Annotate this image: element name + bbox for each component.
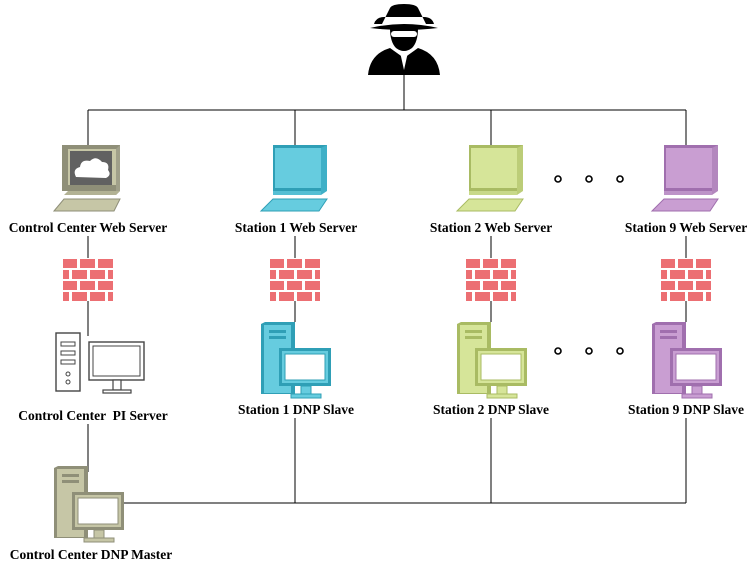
computer-icon: [259, 145, 328, 212]
computer-icon: [455, 145, 524, 212]
station-1-web-server: [259, 145, 328, 212]
station-1-dnp-slave: [261, 322, 331, 399]
server-workstation-icon: [652, 322, 722, 399]
station-2-dnp-slave: [457, 322, 527, 399]
computer-cloud-icon: [52, 145, 121, 212]
server-workstation-icon: [54, 466, 124, 543]
station-1-dnp-slave-label: Station 1 DNP Slave: [238, 402, 354, 417]
control-center-web-server-label: Control Center Web Server: [9, 220, 168, 235]
firewall-icon: [466, 259, 516, 301]
firewall-icon: [661, 259, 711, 301]
station-9-dnp-slave: [652, 322, 722, 399]
ellipsis-icon: [554, 175, 624, 355]
control-center-web-server: [52, 145, 121, 212]
firewall-icon: [270, 259, 320, 301]
control-center-pi-server-label: Control Center PI Server: [18, 408, 167, 423]
station-2-dnp-slave-label: Station 2 DNP Slave: [433, 402, 549, 417]
control-center-pi-server: [55, 332, 145, 394]
station-2-web-server-label: Station 2 Web Server: [430, 220, 552, 235]
server-workstation-icon: [457, 322, 527, 399]
server-workstation-icon: [55, 332, 145, 394]
station-9-web-server-label: Station 9 Web Server: [625, 220, 747, 235]
control-center-dnp-master-label: Control Center DNP Master: [10, 547, 173, 562]
station-9-web-server: [650, 145, 719, 212]
station-9-dnp-slave-label: Station 9 DNP Slave: [628, 402, 744, 417]
server-workstation-icon: [261, 322, 331, 399]
station-2-web-server: [455, 145, 524, 212]
hacker-spy-icon: [368, 4, 440, 75]
computer-icon: [650, 145, 719, 212]
control-center-dnp-master: [54, 466, 124, 543]
network-wires: [87, 75, 687, 504]
station-1-web-server-label: Station 1 Web Server: [235, 220, 357, 235]
firewall-icon: [63, 259, 113, 301]
